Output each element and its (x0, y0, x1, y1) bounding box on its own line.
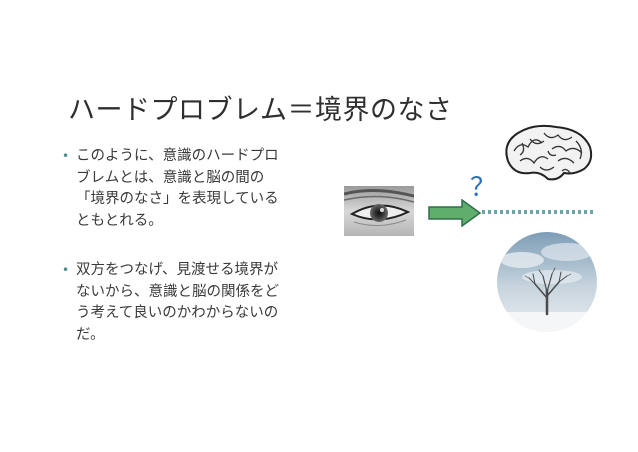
slide-title: ハードプロブレム＝境界のなさ (68, 95, 453, 126)
eye-image (344, 186, 414, 236)
bullet-list: • このように、意識のハードプロブレムとは、意識と脳の間の「境界のなさ」を表現し… (62, 146, 292, 346)
bullet-dot-icon: • (62, 263, 70, 277)
bullet-item: • このように、意識のハードプロブレムとは、意識と脳の間の「境界のなさ」を表現し… (62, 146, 292, 232)
brain-image (505, 124, 593, 181)
bullet-text: 双方をつなげ、見渡せる境界がないから、意識と脳の関係をどう考えて良いのかわからな… (76, 262, 279, 343)
dotted-connector (482, 210, 593, 214)
right-arrow-icon (428, 199, 482, 227)
tree-image (497, 232, 597, 332)
bullet-item: • 双方をつなげ、見渡せる境界がないから、意識と脳の関係をどう考えて良いのかわか… (62, 260, 292, 346)
question-mark: ？ (470, 173, 497, 203)
bullet-text: このように、意識のハードプロブレムとは、意識と脳の間の「境界のなさ」を表現してい… (76, 148, 279, 229)
bullet-dot-icon: • (62, 149, 70, 163)
